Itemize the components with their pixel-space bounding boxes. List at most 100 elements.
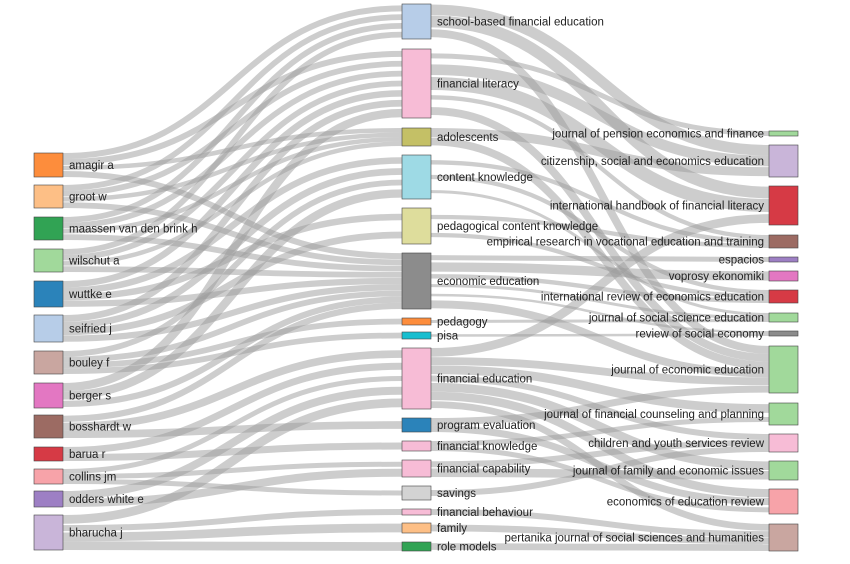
right-label-voprosy-ekonomiki: voprosy ekonomiki	[669, 271, 764, 283]
right-node-journal-of-social-science-education[interactable]	[768, 312, 799, 323]
left-node-bosshardt-w[interactable]	[33, 414, 64, 439]
left-node-bouley-f[interactable]	[33, 350, 64, 375]
right-node-empirical-research-in-vocational-education-and-training[interactable]	[768, 234, 799, 249]
link-lm-collins-jm-to-financial-capability	[62, 461, 403, 479]
link-mr-financial-knowledge-to-economics-of-education-review	[430, 446, 770, 513]
link-mr-economic-education-to-journal-of-economic-education	[430, 300, 770, 378]
middle-node-pedagogy[interactable]	[401, 317, 432, 326]
link-lm-berger-s-to-economic-education	[62, 296, 403, 407]
link-lm-bharucha-j-to-financial-behaviour	[62, 509, 403, 532]
left-label-wilschut-a: wilschut a	[68, 256, 120, 268]
middle-node-economic-education[interactable]	[401, 252, 432, 310]
link-mr-economic-education-to-espacios	[430, 255, 770, 262]
middle-node-pisa[interactable]	[401, 331, 432, 340]
link-lm-bouley-f-to-economic-education	[62, 290, 403, 363]
right-label-journal-of-family-and-economic-issues: journal of family and economic issues	[572, 466, 764, 478]
link-lm-wilschut-a-to-school-based-financial-education	[62, 31, 403, 255]
left-node-berger-s[interactable]	[33, 382, 64, 409]
middle-node-financial-knowledge[interactable]	[401, 440, 432, 452]
link-lm-bouley-f-to-pedagogy	[62, 318, 403, 369]
right-label-espacios: espacios	[719, 255, 765, 267]
middle-node-program-evaluation[interactable]	[401, 417, 432, 433]
middle-label-financial-literacy: financial literacy	[437, 79, 519, 91]
right-node-journal-of-pension-economics-and-finance[interactable]	[768, 130, 799, 137]
link-lm-wuttke-e-to-content-knowledge	[62, 157, 403, 294]
link-lm-bosshardt-w-to-financial-education	[62, 350, 403, 431]
left-node-seifried-j[interactable]	[33, 314, 64, 343]
right-label-economics-of-education-review: economics of education review	[607, 497, 765, 509]
right-node-international-handbook-of-financial-literacy[interactable]	[768, 185, 799, 226]
left-node-collins-jm[interactable]	[33, 468, 64, 485]
right-label-journal-of-financial-counseling-and-planning: journal of financial counseling and plan…	[543, 409, 764, 421]
right-label-empirical-research-in-vocational-education-and-training: empirical research in vocational educati…	[487, 237, 764, 249]
link-lm-bharucha-j-to-family	[62, 523, 403, 542]
right-node-international-review-of-economics-education[interactable]	[768, 289, 799, 304]
middle-label-program-evaluation: program evaluation	[437, 420, 535, 432]
middle-node-financial-capability[interactable]	[401, 459, 432, 478]
left-node-odders-white-e[interactable]	[33, 490, 64, 508]
link-mr-school-based-financial-education-to-citizenship-social-and-economics-education	[430, 4, 770, 156]
middle-node-family[interactable]	[401, 522, 432, 534]
middle-node-financial-education[interactable]	[401, 347, 432, 410]
right-node-journal-of-financial-counseling-and-planning[interactable]	[768, 402, 799, 426]
link-lm-odders-white-e-to-financial-capability	[62, 468, 403, 507]
left-node-groot-w[interactable]	[33, 184, 64, 209]
link-lm-seifried-j-to-pedagogical-content-knowledge	[62, 231, 403, 336]
left-node-barua-r[interactable]	[33, 446, 64, 462]
middle-node-financial-literacy[interactable]	[401, 48, 432, 119]
sankey-links	[62, 4, 770, 551]
left-node-bharucha-j[interactable]	[33, 514, 64, 551]
left-label-barua-r: barua r	[69, 449, 106, 461]
right-node-espacios[interactable]	[768, 256, 799, 263]
link-mr-school-based-financial-education-to-journal-of-economic-education	[430, 29, 770, 354]
left-node-wilschut-a[interactable]	[33, 248, 64, 273]
link-mr-economic-education-to-review-of-social-economy	[430, 293, 770, 334]
middle-label-content-knowledge: content knowledge	[437, 172, 533, 184]
middle-node-pedagogical-content-knowledge[interactable]	[401, 207, 432, 245]
link-mr-financial-education-to-journal-of-economic-education	[430, 357, 770, 386]
left-node-amagir-a[interactable]	[33, 152, 64, 178]
right-node-journal-of-economic-education[interactable]	[768, 345, 799, 394]
link-mr-financial-education-to-journal-of-financial-counseling-and-planning	[430, 365, 770, 413]
right-node-journal-of-family-and-economic-issues[interactable]	[768, 460, 799, 481]
right-label-international-handbook-of-financial-literacy: international handbook of financial lite…	[550, 201, 764, 213]
link-lm-seifried-j-to-economic-education	[62, 284, 403, 342]
link-lm-maassen-van-den-brink-h-to-financial-literacy	[62, 70, 403, 229]
link-lm-groot-w-to-financial-literacy	[62, 60, 403, 197]
middle-label-pedagogical-content-knowledge: pedagogical content knowledge	[437, 221, 598, 233]
link-mr-content-knowledge-to-empirical-research-in-vocational-education-and-training	[430, 160, 770, 244]
right-node-children-and-youth-services-review[interactable]	[768, 433, 799, 453]
link-lm-groot-w-to-school-based-financial-education	[62, 14, 403, 191]
right-node-pertanika-journal-of-social-sciences-and-humanities[interactable]	[768, 523, 799, 552]
link-mr-content-knowledge-to-journal-of-social-science-education	[430, 190, 770, 316]
right-label-pertanika-journal-of-social-sciences-and-humanities: pertanika journal of social sciences and…	[504, 533, 764, 545]
link-lm-bharucha-j-to-financial-education	[62, 398, 403, 524]
middle-label-financial-knowledge: financial knowledge	[437, 441, 537, 453]
link-mr-family-to-pertanika-journal-of-social-sciences-and-humanities	[430, 524, 770, 545]
middle-node-savings[interactable]	[401, 485, 432, 501]
link-mr-pisa-to-review-of-social-economy	[430, 333, 770, 337]
link-lm-collins-jm-to-financial-education	[62, 376, 403, 474]
right-label-journal-of-economic-education: journal of economic education	[610, 365, 764, 377]
right-node-economics-of-education-review[interactable]	[768, 488, 799, 515]
middle-node-financial-behaviour[interactable]	[401, 508, 432, 516]
link-lm-bosshardt-w-to-economic-education	[62, 302, 403, 422]
left-node-maassen-van-den-brink-h[interactable]	[33, 216, 64, 241]
right-node-voprosy-ekonomiki[interactable]	[768, 270, 799, 282]
middle-node-content-knowledge[interactable]	[401, 154, 432, 200]
link-mr-financial-education-to-international-handbook-of-financial-literacy	[430, 214, 770, 357]
middle-node-role-models[interactable]	[401, 541, 432, 552]
right-label-children-and-youth-services-review: children and youth services review	[588, 438, 764, 450]
link-lm-berger-s-to-financial-literacy	[62, 108, 403, 392]
left-node-wuttke-e[interactable]	[33, 280, 64, 308]
link-mr-savings-to-children-and-youth-services-review	[430, 446, 770, 496]
right-node-citizenship-social-and-economics-education[interactable]	[768, 144, 799, 178]
link-mr-financial-literacy-to-citizenship-social-and-economics-education	[430, 64, 770, 167]
left-label-amagir-a: amagir a	[69, 160, 114, 172]
middle-node-school-based-financial-education[interactable]	[401, 3, 432, 40]
right-node-review-of-social-economy[interactable]	[768, 330, 799, 337]
right-label-journal-of-social-science-education: journal of social science education	[588, 313, 764, 325]
middle-node-adolescents[interactable]	[401, 127, 432, 147]
